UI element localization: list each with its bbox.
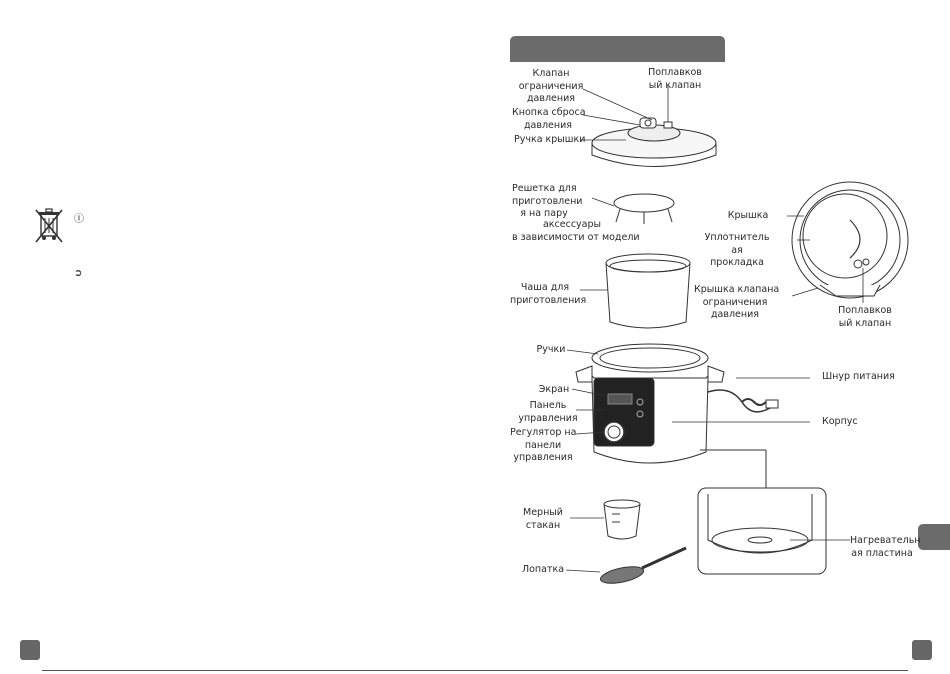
label-float-valve-top: Поплавков ый клапан	[648, 67, 702, 91]
lid-inside-illustration	[791, 181, 909, 299]
spatula-illustration	[599, 546, 687, 584]
bottom-rule	[42, 670, 908, 671]
lid-illustration	[591, 117, 717, 167]
info-symbol: Ⓘ	[74, 214, 84, 225]
label-steam-rack: Решетка для приготовлени я на пару	[512, 183, 583, 219]
label-release-button: Кнопка сброса давления	[512, 107, 586, 131]
label-valve-cover: Крышка клапана ограничения давления	[694, 284, 780, 320]
label-spatula: Лопатка	[521, 564, 565, 575]
label-panel: Панель управления	[518, 400, 578, 424]
label-float-valve-right: Поплавков ый клапан	[838, 305, 892, 329]
label-regulator: Регулятор на панели управления	[510, 427, 577, 463]
right-page-marker	[912, 640, 932, 660]
cooker-body-illustration	[575, 343, 779, 464]
steam-rack-illustration	[613, 193, 675, 224]
side-tab	[918, 524, 950, 550]
label-screen: Экран	[538, 384, 570, 395]
label-body: Корпус	[822, 416, 858, 427]
label-pressure-valve: Клапан ограничения давления	[518, 68, 584, 104]
left-page-marker	[20, 640, 40, 660]
label-power-cord: Шнур питания	[822, 371, 895, 382]
label-measuring-cup: Мерный стакан	[523, 507, 563, 531]
measuring-cup-illustration	[603, 499, 641, 540]
label-lid-handle: Ручка крышки	[514, 134, 586, 145]
leader-lines	[565, 86, 864, 573]
label-lid: Крышка	[727, 210, 769, 221]
section-header-bar	[510, 36, 725, 62]
label-heating-plate: Нагревательн ая пластина	[850, 535, 921, 559]
label-accessories: аксессуары в зависимости от модели	[512, 219, 640, 243]
label-gasket: Уплотнитель ая прокладка	[704, 232, 770, 268]
recycling-bin-icon	[34, 208, 64, 244]
label-bowl: Чаша для приготовления	[510, 282, 587, 306]
bowl-illustration	[605, 253, 691, 329]
heating-plate-detail	[697, 449, 827, 575]
label-handles: Ручки	[536, 344, 566, 355]
arrow-symbol: ➲	[74, 268, 83, 279]
